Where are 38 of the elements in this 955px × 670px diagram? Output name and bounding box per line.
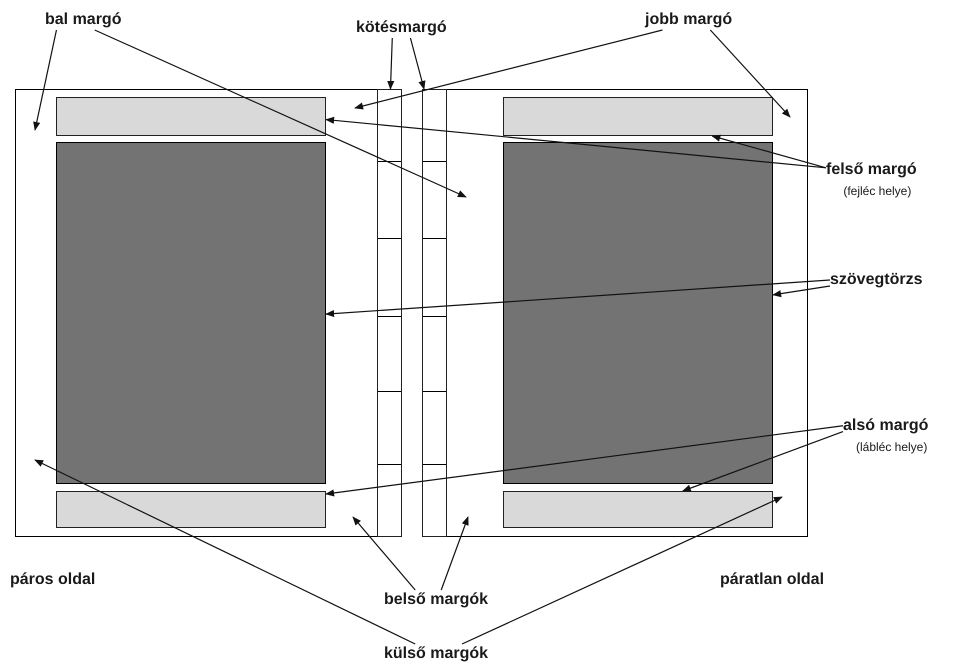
leader-arrow: [440, 516, 469, 590]
note-text: (fejléc helye): [842, 184, 912, 199]
text-body-block: [56, 142, 326, 484]
binding-strip: [422, 89, 447, 537]
leader-arrow: [772, 285, 830, 298]
header-bar: [503, 97, 773, 136]
text-body-block: [503, 142, 773, 484]
margin-label: jobb margó: [645, 10, 732, 30]
leader-arrow: [410, 38, 426, 90]
leader-arrow: [387, 38, 394, 90]
leader-arrow: [710, 30, 791, 118]
margin-label: bal margó: [45, 10, 122, 30]
margin-label: külső margók: [384, 644, 488, 664]
leader-arrow: [682, 431, 844, 492]
leader-arrow: [354, 29, 663, 110]
leader-arrow: [325, 116, 826, 168]
binding-strip: [377, 89, 402, 537]
leader-arrow: [711, 134, 826, 168]
leader-arrow: [94, 29, 467, 198]
page-outline: [15, 89, 402, 537]
note-text: (lábléc helye): [854, 440, 928, 455]
page-caption: páratlan oldal: [720, 570, 824, 590]
margin-label: belső margók: [384, 590, 488, 610]
leader-arrow: [34, 459, 416, 645]
margin-label: kötésmargó: [356, 18, 447, 38]
header-bar: [56, 97, 326, 136]
margin-label: felső margó: [826, 160, 917, 180]
leader-arrow: [325, 279, 830, 318]
page-caption: páros oldal: [10, 570, 96, 590]
leader-arrow: [462, 496, 783, 645]
leader-arrow: [33, 30, 58, 131]
margin-label: alsó margó: [843, 416, 928, 436]
margin-label: szövegtörzs: [830, 270, 922, 290]
leader-arrow: [352, 516, 416, 590]
page-outline: [422, 89, 808, 537]
footer-bar: [56, 491, 326, 528]
leader-arrow: [325, 425, 844, 497]
footer-bar: [503, 491, 773, 528]
